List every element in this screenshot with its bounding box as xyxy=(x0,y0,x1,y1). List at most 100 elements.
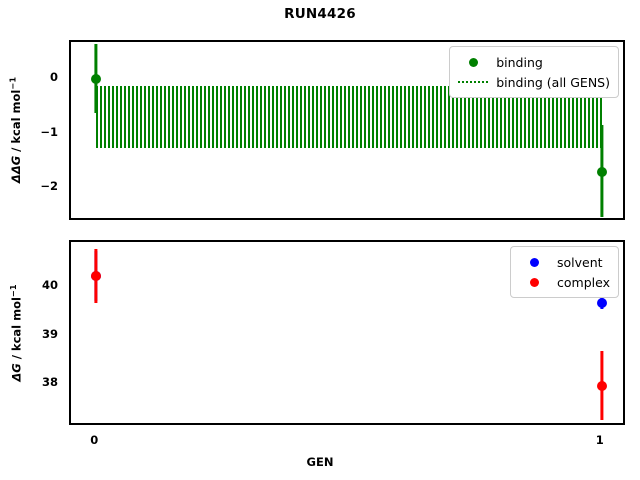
xtick-label-1: 1 xyxy=(595,433,604,447)
legend-item-binding[interactable]: binding xyxy=(457,52,610,72)
binding-all-gens-dotted-line xyxy=(96,89,602,92)
binding-all-gens-dotted-line xyxy=(96,109,602,112)
binding-all-gens-dotted-line xyxy=(96,101,602,104)
top-ytick-mark-1 xyxy=(69,134,71,136)
binding-all-gens-dotted-line xyxy=(96,129,602,132)
ddg-plot-area: binding binding (all GENS) xyxy=(69,40,625,220)
binding-all-gens-band xyxy=(96,85,602,149)
binding-marker-icon xyxy=(457,57,489,67)
binding-all-gens-dotted-line xyxy=(96,110,602,113)
top-y-label-units: / kcal mol xyxy=(9,89,24,156)
binding-all-gens-dotted-line xyxy=(96,118,602,121)
binding-all-gens-dotted-line xyxy=(96,127,602,130)
complex-point-gen1 xyxy=(596,380,607,391)
xtick-label-0: 0 xyxy=(90,433,99,447)
binding-all-gens-dotted-line xyxy=(96,105,602,108)
binding-all-gens-dotted-line xyxy=(96,133,602,136)
binding-all-gens-dotted-line xyxy=(96,132,602,135)
top-ytick-label-0: 0 xyxy=(49,70,58,85)
binding-all-gens-dotted-line xyxy=(96,131,602,134)
binding-all-gens-dotted-line xyxy=(96,99,602,102)
bottom-ytick-label-38: 38 xyxy=(41,375,58,390)
legend-label-solvent: solvent xyxy=(557,254,603,270)
binding-all-gens-dotted-line xyxy=(96,146,602,149)
binding-all-gens-dotted-line xyxy=(96,117,602,120)
binding-all-gens-dotted-line xyxy=(96,112,602,115)
binding-all-gens-dotted-line xyxy=(96,119,602,122)
bottom-xtick-mark-1 xyxy=(602,423,604,425)
top-xtick-mark-0 xyxy=(96,218,98,220)
binding-point-gen0 xyxy=(91,74,102,85)
binding-all-gens-dotted-line xyxy=(96,145,602,148)
binding-all-gens-dotted-line xyxy=(96,124,602,127)
binding-all-gens-dotted-line xyxy=(96,98,602,101)
binding-all-gens-dotted-line xyxy=(96,136,602,139)
binding-all-gens-dotted-line xyxy=(96,126,602,129)
binding-all-gens-dotted-line xyxy=(96,95,602,98)
binding-all-gens-dotted-line xyxy=(96,138,602,141)
legend-label-binding-all-gens: binding (all GENS) xyxy=(496,74,610,90)
binding-all-gens-dotted-line xyxy=(96,90,602,93)
bottom-ytick-label-39: 39 xyxy=(41,326,58,341)
binding-all-gens-dotted-line xyxy=(96,122,602,125)
bottom-ytick-mark-38 xyxy=(69,384,71,386)
top-ytick-mark-2 xyxy=(69,188,71,190)
bottom-ytick-mark-39 xyxy=(69,336,71,338)
binding-all-gens-dotted-line xyxy=(96,144,602,147)
binding-all-gens-dotted-line xyxy=(96,130,602,133)
binding-all-gens-dotted-line xyxy=(96,96,602,99)
binding-all-gens-dotted-line xyxy=(96,134,602,137)
legend-item-solvent[interactable]: solvent xyxy=(518,252,610,272)
bottom-xtick-mark-0 xyxy=(96,423,98,425)
legend-item-complex[interactable]: complex xyxy=(518,272,610,292)
binding-all-gens-dotted-line xyxy=(96,102,602,105)
binding-all-gens-dotted-line xyxy=(96,91,602,94)
binding-all-gens-dotted-line xyxy=(96,113,602,116)
binding-all-gens-dotted-line xyxy=(96,142,602,145)
binding-all-gens-dotted-line xyxy=(96,86,602,89)
binding-all-gens-dotted-line xyxy=(96,111,602,114)
top-ytick-label-2: −2 xyxy=(40,179,58,194)
binding-all-gens-dotted-line xyxy=(96,141,602,144)
legend-item-binding-all-gens[interactable]: binding (all GENS) xyxy=(457,72,610,92)
binding-all-gens-dotted-line xyxy=(96,128,602,131)
binding-all-gens-dotted-line xyxy=(96,120,602,123)
binding-all-gens-dotted-line xyxy=(96,121,602,124)
legend-label-binding: binding xyxy=(496,54,543,70)
complex-marker-icon xyxy=(518,277,550,287)
binding-all-gens-dotted-line xyxy=(96,88,602,91)
binding-all-gens-dotted-line xyxy=(96,85,602,88)
binding-all-gens-dotted-line xyxy=(96,87,602,90)
binding-all-gens-dotted-line xyxy=(96,106,602,109)
bottom-ytick-mark-40 xyxy=(69,287,71,289)
binding-all-gens-dotted-line xyxy=(96,93,602,96)
top-xtick-mark-1 xyxy=(602,218,604,220)
binding-all-gens-dotted-line xyxy=(96,114,602,117)
figure-title: RUN4426 xyxy=(284,6,356,22)
binding-all-gens-dotted-line xyxy=(96,92,602,95)
binding-all-gens-dotted-line xyxy=(96,135,602,138)
binding-all-gens-dotted-line xyxy=(96,137,602,140)
binding-all-gens-dotted-line xyxy=(96,103,602,106)
top-panel-legend[interactable]: binding binding (all GENS) xyxy=(449,46,619,98)
legend-label-complex: complex xyxy=(557,274,610,290)
dg-plot-area: solvent complex xyxy=(69,240,625,425)
binding-all-gens-dotted-line xyxy=(96,123,602,126)
bottom-ytick-label-40: 40 xyxy=(41,278,58,293)
binding-all-gens-dotted-line xyxy=(96,143,602,146)
binding-all-gens-dotted-line xyxy=(96,107,602,110)
binding-all-gens-dotted-line xyxy=(96,140,602,142)
binding-all-gens-dotted-line xyxy=(96,125,602,128)
binding-all-gens-dotted-line xyxy=(96,94,602,97)
binding-all-gens-dotted-line xyxy=(96,115,602,118)
bottom-panel-legend[interactable]: solvent complex xyxy=(510,246,619,298)
binding-all-gens-dotted-line xyxy=(96,97,602,100)
binding-all-gens-dotted-line xyxy=(96,116,602,119)
binding-point-gen1 xyxy=(596,166,607,177)
x-axis-label: GEN xyxy=(306,455,334,469)
top-ytick-mark-0 xyxy=(69,79,71,81)
solvent-marker-icon xyxy=(518,257,550,267)
binding-all-gens-dotted-line xyxy=(96,104,602,107)
top-ytick-label-1: −1 xyxy=(40,124,58,139)
